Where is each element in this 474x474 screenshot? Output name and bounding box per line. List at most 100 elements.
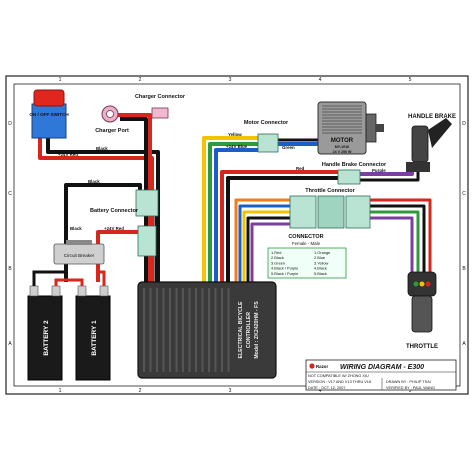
connector-table-title: CONNECTOR <box>288 234 323 240</box>
throttle-connector-label: Throttle Connector <box>305 188 355 194</box>
motor-shaft-housing <box>365 113 377 143</box>
wire-labels: +24V Red Black Black +24V Red Black Yell… <box>58 132 386 231</box>
connector-pin-male: 5.Black <box>314 271 327 276</box>
wire-label-red-24v-b: +24V Red <box>104 226 124 231</box>
connector-pin-female: 5.Black / Purple <box>271 271 298 276</box>
throttle-led-green <box>413 281 419 287</box>
grid-column-label: 3 <box>229 77 232 83</box>
handle-brake-label: HANDLE BRAKE <box>408 114 456 120</box>
battery-connector-bottom <box>137 225 157 257</box>
motor-fins <box>322 105 362 134</box>
wire-brake-red <box>220 170 338 282</box>
wire-throttle-out-green <box>370 210 420 272</box>
wire-label-purple: Purple <box>372 168 386 173</box>
on-off-switch: ON / OFF SWITCH <box>29 89 69 139</box>
battery-2-terminal-pos <box>51 285 61 297</box>
controller-fins <box>143 288 230 372</box>
title-block-version: VERSION : V17 AND V13 THRU V18 <box>308 380 371 384</box>
grid-row-label: C <box>8 191 12 197</box>
wire-label-black-c: Black <box>70 226 82 231</box>
wire-battery-pos <box>98 270 106 286</box>
charger-connector: Charger Connector <box>135 94 186 119</box>
connector-pin-male: 3.Yellow <box>314 260 329 265</box>
battery-1-terminal-pos <box>99 285 109 297</box>
wire-label-red: Red <box>296 166 305 171</box>
circuit-breaker-button <box>66 240 92 245</box>
throttle-led-yellow <box>419 281 425 287</box>
motor-shaft <box>376 124 384 132</box>
diagram-inner-frame <box>13 83 461 387</box>
wire-throttle-yellow <box>242 210 290 282</box>
grid-column-label: 4 <box>319 77 322 83</box>
grid-column-label: 1 <box>59 77 62 83</box>
title-block-checked: VERIFIED BY : PAUL WANG <box>386 386 435 390</box>
throttle-grip <box>411 295 433 333</box>
throttle-led-red <box>425 281 431 287</box>
grid-column-label: 2 <box>139 388 142 394</box>
wire-label-blue: +24V Blue <box>226 144 248 149</box>
connector-pin-male: 4.Black <box>314 266 327 271</box>
grid-row-label: D <box>462 121 466 127</box>
circuit-breaker: Circuit Breaker <box>53 240 105 265</box>
throttle-connector: Throttle Connector <box>289 188 371 229</box>
switch-rocker <box>33 89 65 107</box>
title-block: Razor WIRING DIAGRAM - E300 NOT COMPATIB… <box>305 359 457 391</box>
title-block-title: WIRING DIAGRAM - E300 <box>340 364 424 371</box>
wire-motor-yellow <box>202 136 262 282</box>
connector-pin-female: 2.Black <box>271 255 284 260</box>
controller-line-3: Model : ZK2420HM - FS <box>254 301 260 359</box>
wire-label-yellow: Yellow <box>228 132 242 137</box>
handle-brake: HANDLE BRAKE <box>406 114 456 172</box>
motor-connector-label: Motor Connector <box>244 120 289 126</box>
wire-switch-black <box>46 138 160 290</box>
charger-port: Charger Port <box>95 105 129 134</box>
brake-grip <box>411 125 429 163</box>
wire-throttle-purple <box>250 222 290 282</box>
grid-column-label: 3 <box>229 388 232 394</box>
title-block-frame <box>305 359 457 391</box>
switch-label: ON / OFF SWITCH <box>29 112 69 117</box>
grid-column-label: 4 <box>319 388 322 394</box>
battery-connector: Battery Connector <box>90 189 159 257</box>
grid-column-label: 5 <box>409 388 412 394</box>
brake-lever <box>428 118 452 148</box>
grid-row-label: C <box>462 191 466 197</box>
battery-2-label: BATTERY 2 <box>43 320 50 356</box>
connector-pin-table: CONNECTOR Female - Male 1.Red2.Black3.Gr… <box>267 234 347 279</box>
motor-connector-body <box>257 133 279 153</box>
battery-1-terminal-neg <box>77 285 87 297</box>
throttle: THROTTLE <box>406 271 438 350</box>
circuit-breaker-label: Circuit Breaker <box>64 253 95 258</box>
battery-2: BATTERY 2 <box>27 285 63 381</box>
throttle-connector-male <box>345 195 371 229</box>
grid-row-label: B <box>462 266 466 272</box>
battery-connector-top <box>135 189 159 217</box>
grid-column-label: 1 <box>59 388 62 394</box>
wire-throttle-out-purple <box>370 216 414 272</box>
brand-name: Razor <box>316 364 328 369</box>
motor-connector: Motor Connector <box>244 120 289 153</box>
wire-throttle-out-red <box>370 198 432 272</box>
throttle-connector-female <box>289 195 317 229</box>
wire-motor-blue <box>214 148 262 282</box>
controller-line-2: CONTROLLER <box>246 312 252 348</box>
brand-logo-icon <box>309 363 315 369</box>
wire-label-black: Black <box>96 146 108 151</box>
wire-motor-green <box>208 142 262 282</box>
connector-pin-female: 3.Green <box>271 260 285 265</box>
battery-1-body <box>75 295 111 381</box>
wire-label-red-24v: +24V Red <box>58 152 78 157</box>
wire-throttle-orange <box>234 198 290 282</box>
grid-column-label: 5 <box>409 77 412 83</box>
battery-2-terminal-neg <box>29 285 39 297</box>
connector-table-box <box>267 247 347 279</box>
brake-connector-body <box>337 169 361 185</box>
wire-brake-black <box>226 176 338 282</box>
controller-line-1: ELECTRICAL BICYCLE <box>238 301 244 359</box>
brake-clamp <box>406 162 430 172</box>
